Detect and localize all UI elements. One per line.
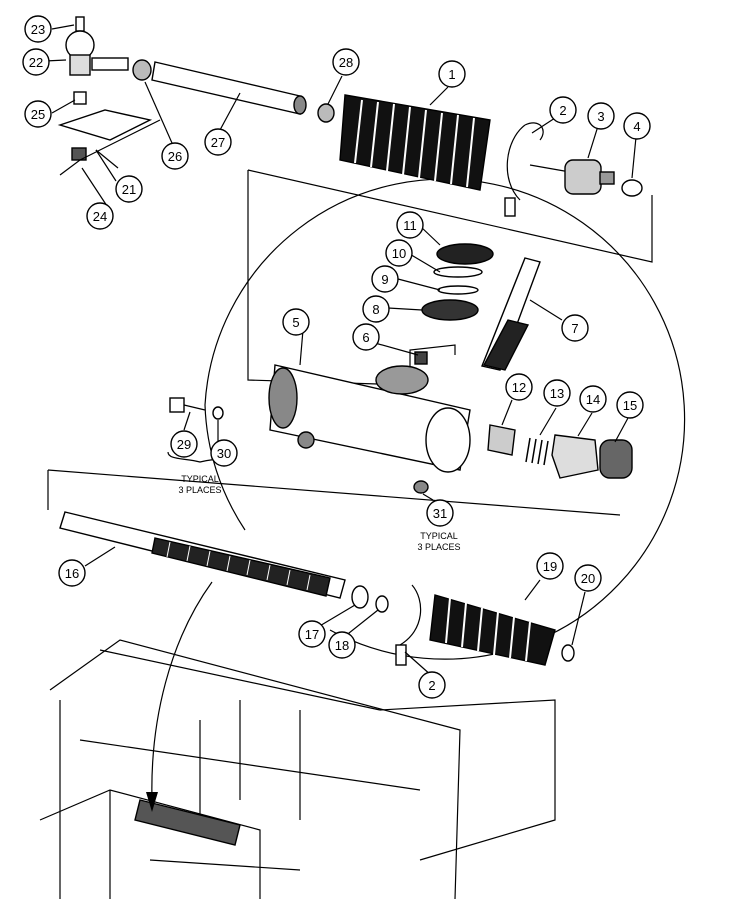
callout-1: 1 [438, 60, 466, 88]
callout-11: 11 [396, 211, 424, 239]
callout-15: 15 [616, 391, 644, 419]
callout-25: 25 [24, 100, 52, 128]
callout-21: 21 [115, 175, 143, 203]
callout-18: 18 [328, 631, 356, 659]
svg-text:4: 4 [633, 119, 640, 134]
svg-text:25: 25 [31, 107, 45, 122]
callout-30: 30 [210, 439, 238, 467]
pinion-bearings [421, 243, 494, 321]
callout-4: 4 [623, 112, 651, 140]
callout-24: 24 [86, 202, 114, 230]
svg-text:26: 26 [168, 149, 182, 164]
vehicle-frame [39, 639, 556, 899]
callout-27: 27 [204, 128, 232, 156]
svg-text:9: 9 [381, 272, 388, 287]
callout-22: 22 [22, 48, 50, 76]
callout-6: 6 [352, 323, 380, 351]
tie-rod [132, 59, 335, 123]
washer-18 [375, 595, 389, 613]
callout-3: 3 [587, 102, 615, 130]
svg-text:10: 10 [392, 246, 406, 261]
callout-17: 17 [298, 620, 326, 648]
svg-text:12: 12 [512, 380, 526, 395]
rack-housing [268, 351, 471, 473]
svg-text:11: 11 [403, 218, 417, 233]
svg-text:14: 14 [586, 392, 600, 407]
callout-13: 13 [543, 379, 571, 407]
callout-16: 16 [58, 559, 86, 587]
boot-bottom [429, 594, 556, 666]
svg-text:24: 24 [93, 209, 107, 224]
svg-text:19: 19 [543, 559, 557, 574]
note-typical-31-line2: 3 PLACES [417, 542, 460, 552]
yoke-assembly [487, 424, 633, 479]
svg-text:1: 1 [448, 67, 455, 82]
svg-text:16: 16 [65, 566, 79, 581]
svg-text:18: 18 [335, 638, 349, 653]
callout-12: 12 [505, 373, 533, 401]
svg-text:5: 5 [292, 315, 299, 330]
svg-text:22: 22 [29, 55, 43, 70]
svg-text:21: 21 [122, 182, 136, 197]
leader-lines [44, 24, 637, 677]
bolt-washer [169, 397, 224, 420]
callout-7: 7 [561, 314, 589, 342]
callout-2-bottom: 2 [418, 671, 446, 699]
rack-detail-frame [47, 469, 621, 516]
rack-bar [59, 511, 346, 599]
washer-17 [351, 585, 369, 609]
svg-text:17: 17 [305, 627, 319, 642]
callout-29: 29 [170, 430, 198, 458]
svg-text:27: 27 [211, 135, 225, 150]
svg-text:13: 13 [550, 386, 564, 401]
callout-31: 31 [426, 499, 454, 527]
inner-tie-rod [529, 159, 643, 197]
clamp-top [504, 122, 544, 217]
tie-rod-end [57, 16, 161, 176]
pinion-shaft [481, 257, 541, 371]
svg-text:7: 7 [571, 321, 578, 336]
svg-text:31: 31 [433, 506, 447, 521]
nut [413, 480, 429, 494]
callout-5: 5 [282, 308, 310, 336]
svg-text:15: 15 [623, 398, 637, 413]
location-arrow [146, 581, 213, 812]
boot-top [339, 94, 491, 191]
callout-26: 26 [161, 142, 189, 170]
callout-28: 28 [332, 48, 360, 76]
pinion-detail-frame [247, 169, 653, 386]
retaining-ring [561, 644, 575, 662]
callout-8: 8 [362, 295, 390, 323]
callout-14: 14 [579, 385, 607, 413]
note-typical-31-line1: TYPICAL [420, 531, 458, 541]
note-typical-29-30-line2: 3 PLACES [178, 485, 221, 495]
svg-text:30: 30 [217, 446, 231, 461]
svg-text:29: 29 [177, 437, 191, 452]
svg-text:2: 2 [559, 103, 566, 118]
callout-2: 2 [549, 96, 577, 124]
callout-23: 23 [24, 15, 52, 43]
svg-text:8: 8 [372, 302, 379, 317]
svg-text:20: 20 [581, 571, 595, 586]
svg-text:3: 3 [597, 109, 604, 124]
svg-text:23: 23 [31, 22, 45, 37]
svg-text:2: 2 [428, 678, 435, 693]
callout-20: 20 [574, 564, 602, 592]
callout-19: 19 [536, 552, 564, 580]
svg-text:6: 6 [362, 330, 369, 345]
note-typical-29-30-line1: TYPICAL [181, 474, 219, 484]
clamp-bottom [395, 584, 422, 666]
callout-10: 10 [385, 239, 413, 267]
svg-text:28: 28 [339, 55, 353, 70]
callout-9: 9 [371, 265, 399, 293]
